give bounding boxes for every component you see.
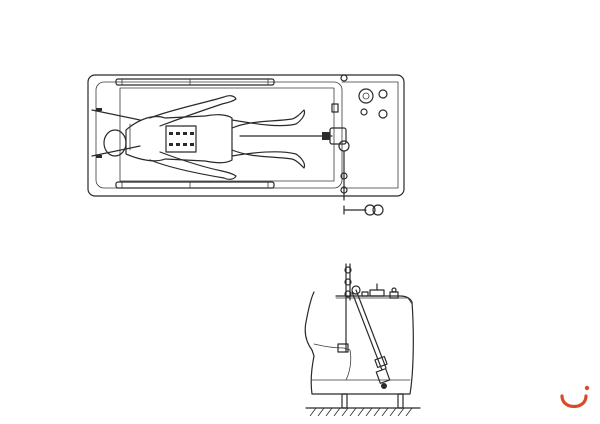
rim-fixtures	[361, 283, 399, 299]
support-leg-right	[397, 393, 404, 409]
patient-lower-leg	[231, 149, 306, 169]
patient-upper-arm	[149, 95, 237, 127]
patient-figure	[103, 95, 306, 180]
traction-arm	[351, 285, 391, 389]
patient-torso	[125, 114, 233, 164]
patient-body-side	[313, 343, 352, 381]
bath-side-view	[304, 263, 421, 417]
harness-belt	[165, 125, 197, 153]
bottom-rail	[115, 181, 275, 189]
control-dial-large-icon	[358, 88, 374, 104]
control-panel-fixtures	[331, 74, 388, 119]
traction-mast	[337, 263, 352, 353]
tub-rim	[335, 297, 413, 305]
control-switch-icon	[331, 103, 339, 113]
faucet-knob-icon	[340, 74, 348, 82]
bath-top-view	[87, 74, 405, 216]
brand-logo-icon	[560, 385, 590, 409]
control-dial-lower-icon	[378, 109, 388, 119]
patient-upper-leg	[231, 109, 306, 129]
cable-clamp	[322, 132, 330, 140]
control-dial-mid-icon	[360, 108, 368, 116]
top-rail	[115, 78, 275, 86]
patient-lower-arm	[149, 151, 237, 180]
tub-wall-section	[304, 291, 414, 395]
harness-buckles	[169, 132, 194, 146]
control-dial-small-icon	[378, 89, 388, 99]
tub-outer-outline	[87, 74, 405, 197]
patient-head	[103, 129, 127, 157]
tub-control-panel	[341, 81, 399, 189]
floor-hatching	[309, 407, 413, 417]
head-straps	[91, 108, 141, 158]
stretcher-frame	[119, 87, 335, 182]
traction-mechanism	[329, 127, 384, 216]
support-leg-left	[341, 393, 348, 409]
